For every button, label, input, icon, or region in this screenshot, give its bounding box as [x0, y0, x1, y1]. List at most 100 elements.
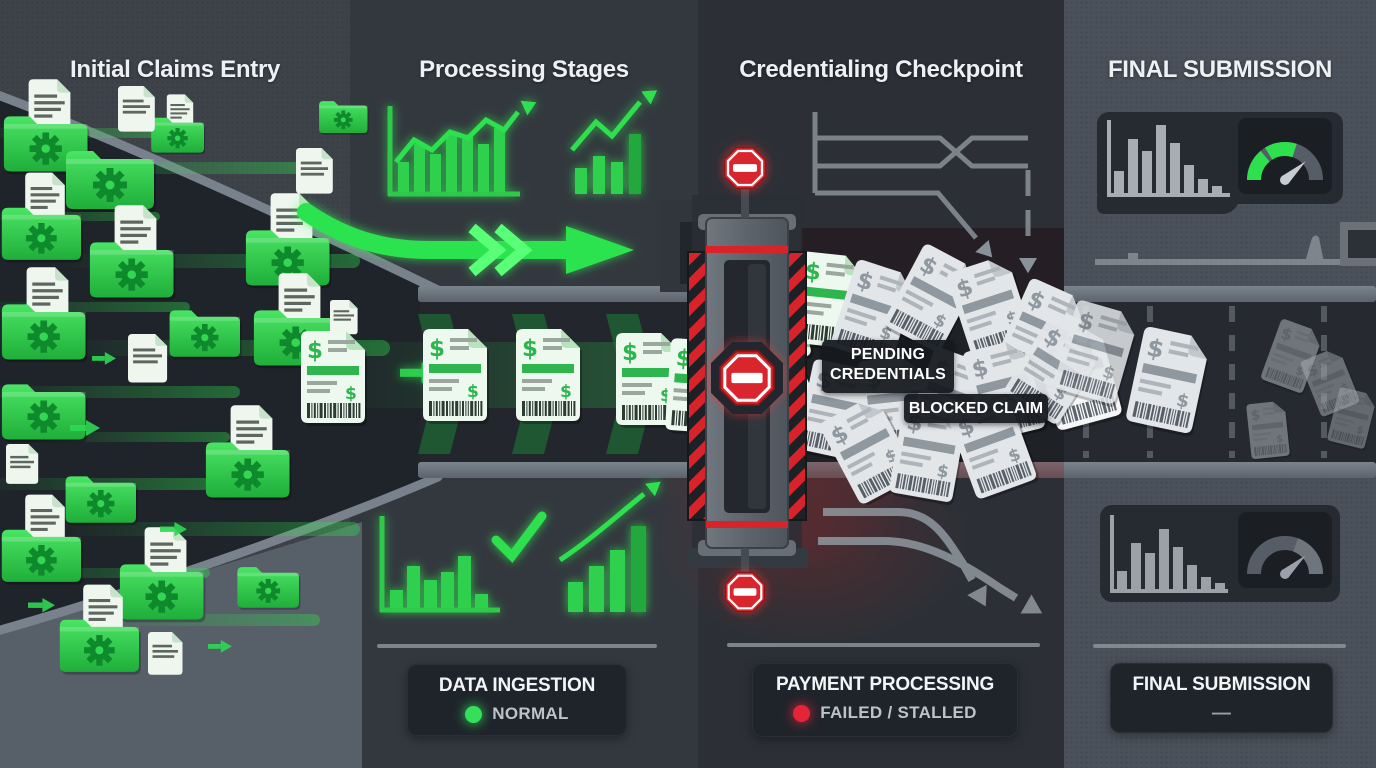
dollar-icon: $ — [1174, 390, 1191, 413]
gauge-icon — [1238, 512, 1332, 588]
status-panel-payment-processing: PAYMENT PROCESSING FAILED / STALLED — [752, 663, 1018, 737]
chevron-icon — [494, 223, 533, 277]
stop-sign-icon — [723, 146, 767, 190]
mini-bar-chart-icon — [568, 526, 646, 612]
ingestion-charts — [379, 481, 661, 613]
dollar-icon: $ — [1100, 362, 1117, 384]
gear-icon — [115, 258, 148, 291]
document-icon — [144, 527, 187, 579]
flow-arrow-icon — [160, 522, 187, 537]
gear-icon — [27, 400, 60, 433]
claim-invoice-icon: $ $ — [820, 403, 919, 505]
dollar-icon: $ — [522, 336, 538, 362]
claims-folder-icon — [319, 101, 369, 135]
bar-chart-icon — [1107, 120, 1230, 197]
section-title-processing-stages: Processing Stages — [419, 56, 629, 83]
claims-folder-icon — [89, 205, 176, 301]
document-icon — [83, 584, 123, 634]
document-icon — [25, 172, 65, 222]
status-indicator-dot — [465, 705, 483, 723]
empty-output-shelf — [1095, 235, 1348, 265]
flow-arrow-icon — [70, 420, 100, 436]
dollar-icon: $ — [345, 384, 357, 404]
section-title-credentialing-checkpoint: Credentialing Checkpoint — [739, 56, 1023, 83]
dollar-icon: $ — [467, 382, 479, 402]
claim-invoice-icon: $ $ — [1246, 401, 1291, 461]
gear-icon — [191, 324, 219, 352]
flow-arrow-icon — [28, 598, 55, 613]
stop-sign-icon — [724, 571, 766, 613]
small-flow-arrows — [28, 352, 232, 653]
status-text: NORMAL — [492, 704, 569, 723]
checkmark-icon — [491, 511, 547, 563]
dollar-icon: $ — [307, 338, 323, 364]
claims-folder-icon — [1, 384, 88, 443]
pending-credentials-line1: PENDING — [850, 346, 926, 363]
document-icon — [28, 79, 71, 131]
status-panel-title: FINAL SUBMISSION — [1132, 674, 1311, 695]
document-icon — [148, 632, 183, 675]
gear-icon — [87, 490, 115, 518]
flow-arrow-icon — [208, 640, 232, 653]
final-submission-dashboard-bottom — [1100, 505, 1340, 602]
dollar-icon: $ — [877, 322, 894, 345]
dollar-icon: $ — [953, 274, 976, 304]
status-panel-final-submission: FINAL SUBMISSION — — [1110, 663, 1333, 733]
throughput-charts — [387, 90, 658, 197]
status-panel-title: DATA INGESTION — [438, 675, 596, 696]
dollar-icon: $ — [429, 336, 445, 362]
final-submission-dashboard-top — [1097, 112, 1343, 214]
bar-chart-icon — [1110, 515, 1228, 593]
claim-invoice-icon: $ $ — [301, 331, 367, 426]
diverted-route-arrowheads — [975, 239, 1037, 274]
document-icon — [166, 94, 194, 127]
dollar-icon: $ — [1339, 380, 1351, 395]
gear-icon — [29, 132, 62, 165]
incoming-claims-folders — [1, 79, 369, 675]
gear-icon — [27, 320, 60, 353]
gear-icon — [93, 168, 127, 202]
claims-folder-icon — [205, 405, 292, 501]
status-text: FAILED / STALLED — [820, 703, 977, 722]
claim-invoice-icon: $ $ — [516, 329, 582, 424]
claims-folder-icon — [169, 310, 242, 360]
mini-bar-chart-icon — [575, 134, 641, 194]
dollar-icon: $ — [1355, 425, 1365, 437]
status-panel-data-ingestion: DATA INGESTION NORMAL — [407, 664, 627, 736]
diverted-routes-diagram — [812, 112, 1031, 248]
status-indicator-dot — [793, 704, 811, 722]
dollar-icon: $ — [1339, 392, 1352, 410]
gear-icon — [145, 580, 178, 613]
claim-invoice-icon: $ $ — [889, 402, 966, 506]
claim-invoice-icon: $ $ — [1054, 300, 1136, 407]
dollar-icon: $ — [853, 267, 876, 297]
claim-invoice-icon: $ $ — [1126, 327, 1209, 437]
dollar-icon: $ — [1276, 434, 1284, 446]
bar-chart-icon — [387, 106, 520, 197]
dollar-icon: $ — [660, 386, 672, 406]
trend-line-icon — [394, 110, 520, 164]
dollar-icon: $ — [1250, 407, 1261, 424]
divider-final — [1093, 644, 1346, 648]
dollar-icon: $ — [560, 382, 572, 402]
document-icon — [118, 86, 155, 132]
claims-folder-icon — [66, 151, 156, 212]
status-text: — — [1211, 703, 1232, 724]
claims-folder-icon — [1, 267, 88, 363]
claims-folder-icon — [151, 94, 206, 155]
minus-icon — [731, 372, 763, 384]
pending-credentials-line2: CREDENTIALS — [830, 366, 946, 383]
processing-claims-row: $ $ $ $ $ $ $ $ — [301, 314, 682, 454]
divider-processing — [377, 644, 657, 648]
chevron-icon — [468, 223, 507, 277]
claims-folder-icon — [237, 567, 301, 610]
document-icon — [26, 267, 69, 319]
stop-sign-icon — [711, 342, 783, 414]
document-icon — [330, 300, 358, 335]
dollar-icon: $ — [1144, 333, 1166, 364]
claim-invoice-icon: $ $ — [423, 329, 489, 424]
claims-folder-icon — [59, 584, 141, 675]
gear-icon — [256, 579, 281, 603]
section-title-final-submission: FINAL SUBMISSION — [1107, 56, 1333, 83]
